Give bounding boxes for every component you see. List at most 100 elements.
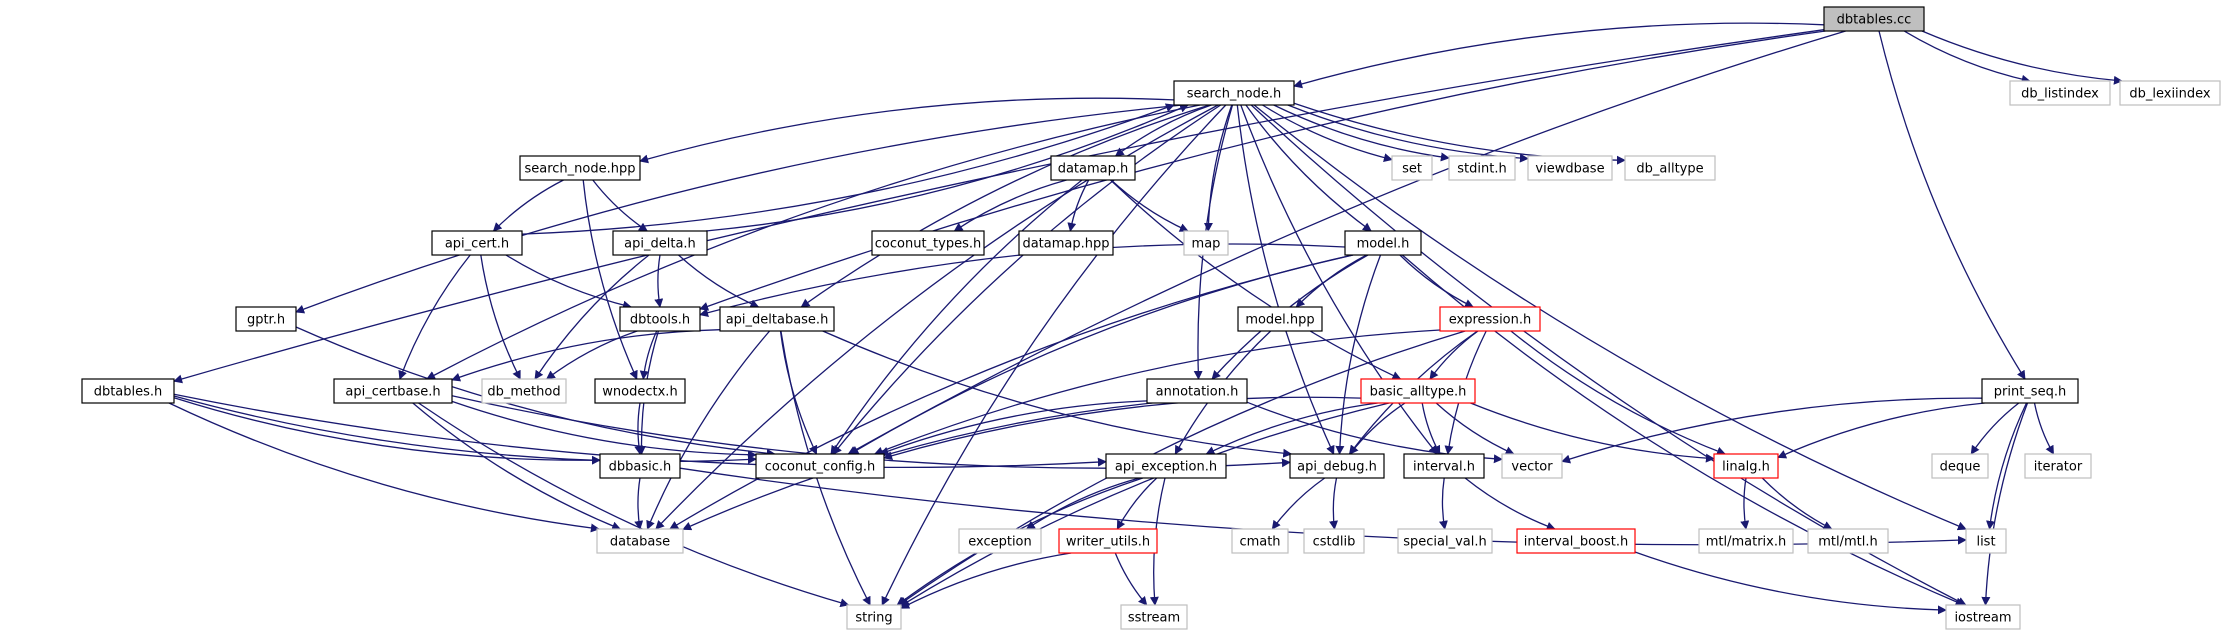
- edge-line: [505, 254, 632, 310]
- node-label: db_listindex: [2021, 87, 2099, 102]
- node-db-method[interactable]: db_method: [481, 378, 567, 404]
- node-stdint-h[interactable]: stdint.h: [1448, 155, 1516, 181]
- node-box: [619, 306, 701, 332]
- node-label: search_node.h: [1187, 87, 1282, 102]
- node-api-cert-h[interactable]: api_cert.h: [431, 230, 523, 256]
- node-print-seq-h[interactable]: print_seq.h: [1981, 378, 2079, 404]
- edge-line: [1878, 30, 2026, 380]
- node-linalg-h[interactable]: linalg.h: [1713, 453, 1779, 479]
- node-db-listindex[interactable]: db_listindex: [2009, 80, 2111, 106]
- node-gptr-h[interactable]: gptr.h: [235, 306, 297, 332]
- edge-line: [1253, 104, 1967, 531]
- node-api-delta-h[interactable]: api_delta.h: [612, 230, 708, 256]
- edge-search_node_h-to-stdint_h: [1273, 104, 1450, 162]
- edge-print_seq_h-to-iterator: [2033, 402, 2055, 455]
- edge-basic_alltype_h-to-string: [900, 402, 1390, 607]
- node-search-node-h[interactable]: search_node.h: [1173, 80, 1295, 106]
- node-api-certbase-h[interactable]: api_certbase.h: [333, 378, 453, 404]
- node-datamap-h[interactable]: datamap.h: [1050, 155, 1136, 181]
- edge-line: [418, 402, 850, 608]
- node-iterator[interactable]: iterator: [2024, 453, 2092, 479]
- edge-search_node_hpp-to-api_cert_h: [492, 179, 564, 232]
- edge-line: [873, 329, 1441, 456]
- edge-line: [1399, 254, 1474, 308]
- node-set[interactable]: set: [1391, 155, 1433, 181]
- edge-dbtables_cc-to-coconut_config_h: [847, 30, 1846, 455]
- edge-print_seq_h-to-list: [1986, 402, 2028, 530]
- node-iostream[interactable]: iostream: [1945, 604, 2021, 630]
- node-cmath[interactable]: cmath: [1231, 528, 1289, 554]
- edge-line: [1464, 477, 1556, 531]
- edge-line: [1777, 402, 1985, 459]
- edges-layer: [168, 22, 2123, 615]
- node-box: [596, 528, 684, 554]
- node-dbtools-h[interactable]: dbtools.h: [619, 306, 701, 332]
- node-dbbasic-h[interactable]: dbbasic.h: [599, 453, 681, 479]
- node-api-debug-h[interactable]: api_debug.h: [1289, 453, 1385, 479]
- node-search-node-hpp[interactable]: search_node.hpp: [519, 155, 641, 181]
- edge-dbtables_cc-to-db_listindex: [1903, 30, 2031, 84]
- node-label: api_delta.h: [624, 237, 696, 252]
- node-box: [1397, 528, 1493, 554]
- node-vector[interactable]: vector: [1501, 453, 1563, 479]
- node-box: [1965, 528, 2007, 554]
- node-database[interactable]: database: [596, 528, 684, 554]
- node-label: api_debug.h: [1297, 460, 1377, 475]
- node-expression-h[interactable]: expression.h: [1439, 306, 1541, 332]
- node-deque[interactable]: deque: [1931, 453, 1989, 479]
- edge-line: [451, 329, 721, 382]
- edge-search_node_h-to-coconut_config_h: [832, 104, 1222, 455]
- edge-line: [898, 330, 1466, 606]
- edge-api_cert_h-to-db_method: [480, 254, 521, 380]
- node-exception[interactable]: exception: [958, 528, 1042, 554]
- node-api-deltabase-h[interactable]: api_deltabase.h: [719, 306, 835, 332]
- node-basic-alltype-h[interactable]: basic_alltype.h: [1360, 378, 1476, 404]
- edge-linalg_h-to-mtl_matrix_h: [1740, 477, 1750, 530]
- edge-line: [1981, 402, 2029, 606]
- node-viewdbase[interactable]: viewdbase: [1527, 155, 1613, 181]
- edge-line: [1438, 477, 1448, 530]
- node-box: [1231, 528, 1289, 554]
- node-wnodectx-h[interactable]: wnodectx.h: [594, 378, 686, 404]
- node-writer-utils-h[interactable]: writer_utils.h: [1058, 528, 1158, 554]
- edge-api_certbase_h-to-database: [412, 402, 622, 531]
- node-db-lexiindex[interactable]: db_lexiindex: [2119, 80, 2221, 106]
- edge-api_delta_h-to-api_deltabase_h: [678, 254, 760, 308]
- node-model-hpp[interactable]: model.hpp: [1237, 306, 1323, 332]
- node-label: sstream: [1128, 611, 1180, 626]
- node-mtl-mtl-h[interactable]: mtl/mtl.h: [1807, 528, 1889, 554]
- node-box: [1120, 604, 1188, 630]
- node-label: api_cert.h: [445, 237, 509, 252]
- edge-model_h-to-coconut_config_h: [849, 254, 1353, 455]
- edge-line: [1740, 477, 1750, 530]
- node-interval-h[interactable]: interval.h: [1403, 453, 1485, 479]
- node-box: [1018, 230, 1114, 256]
- node-map[interactable]: map: [1183, 230, 1229, 256]
- node-special-val-h[interactable]: special_val.h: [1397, 528, 1493, 554]
- edge-line: [451, 400, 757, 460]
- node-list[interactable]: list: [1965, 528, 2007, 554]
- node-model-h[interactable]: model.h: [1344, 230, 1422, 256]
- node-mtl-matrix-h[interactable]: mtl/matrix.h: [1698, 528, 1794, 554]
- node-box: [1945, 604, 2021, 630]
- edge-datamap_h-to-datamap_hpp: [1067, 179, 1090, 232]
- node-dbtables-cc[interactable]: dbtables.cc: [1823, 6, 1925, 32]
- node-label: iostream: [1954, 611, 2011, 626]
- node-coconut-config-h[interactable]: coconut_config.h: [755, 453, 885, 479]
- node-db-alltype[interactable]: db_alltype: [1624, 155, 1716, 181]
- edge-datamap_h-to-basic_alltype_h: [1110, 179, 1402, 380]
- edge-line: [847, 30, 1846, 455]
- node-cstdlib[interactable]: cstdlib: [1303, 528, 1365, 554]
- node-annotation-h[interactable]: annotation.h: [1146, 378, 1248, 404]
- node-coconut-types-h[interactable]: coconut_types.h: [871, 230, 985, 256]
- edge-basic_alltype_h-to-api_exception_h: [1205, 402, 1378, 455]
- node-string[interactable]: string: [846, 604, 902, 630]
- node-dbtables-h[interactable]: dbtables.h: [81, 378, 175, 404]
- node-datamap-hpp[interactable]: datamap.hpp: [1018, 230, 1114, 256]
- node-sstream[interactable]: sstream: [1120, 604, 1188, 630]
- node-api-exception-h[interactable]: api_exception.h: [1105, 453, 1227, 479]
- node-label: mtl/mtl.h: [1818, 535, 1878, 550]
- node-interval-boost-h[interactable]: interval_boost.h: [1516, 528, 1636, 554]
- node-label: special_val.h: [1403, 535, 1487, 550]
- edge-dbtables_cc-to-search_node_h: [1293, 22, 1825, 89]
